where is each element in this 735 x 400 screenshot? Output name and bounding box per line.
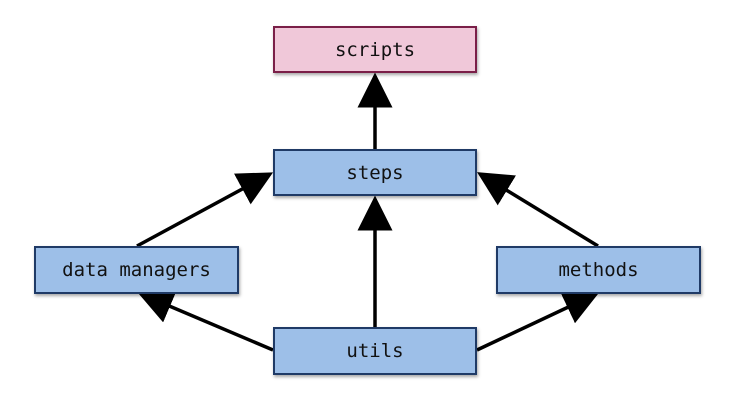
node-scripts-label: scripts bbox=[334, 38, 416, 61]
arrow-data-managers-to-steps bbox=[136, 172, 274, 248]
arrow-utils-to-methods bbox=[476, 291, 600, 352]
node-data-managers: data managers bbox=[34, 246, 239, 294]
node-utils: utils bbox=[273, 327, 477, 375]
node-steps: steps bbox=[273, 149, 477, 196]
arrow-utils-to-data-managers bbox=[137, 290, 274, 352]
arrow-methods-to-steps bbox=[477, 172, 599, 248]
node-data-managers-label: data managers bbox=[62, 259, 211, 281]
node-methods-label: methods bbox=[558, 259, 639, 281]
node-utils-label: utils bbox=[346, 340, 404, 362]
node-methods: methods bbox=[496, 246, 701, 294]
node-scripts: scripts bbox=[273, 26, 477, 73]
node-steps-label: steps bbox=[346, 161, 404, 184]
